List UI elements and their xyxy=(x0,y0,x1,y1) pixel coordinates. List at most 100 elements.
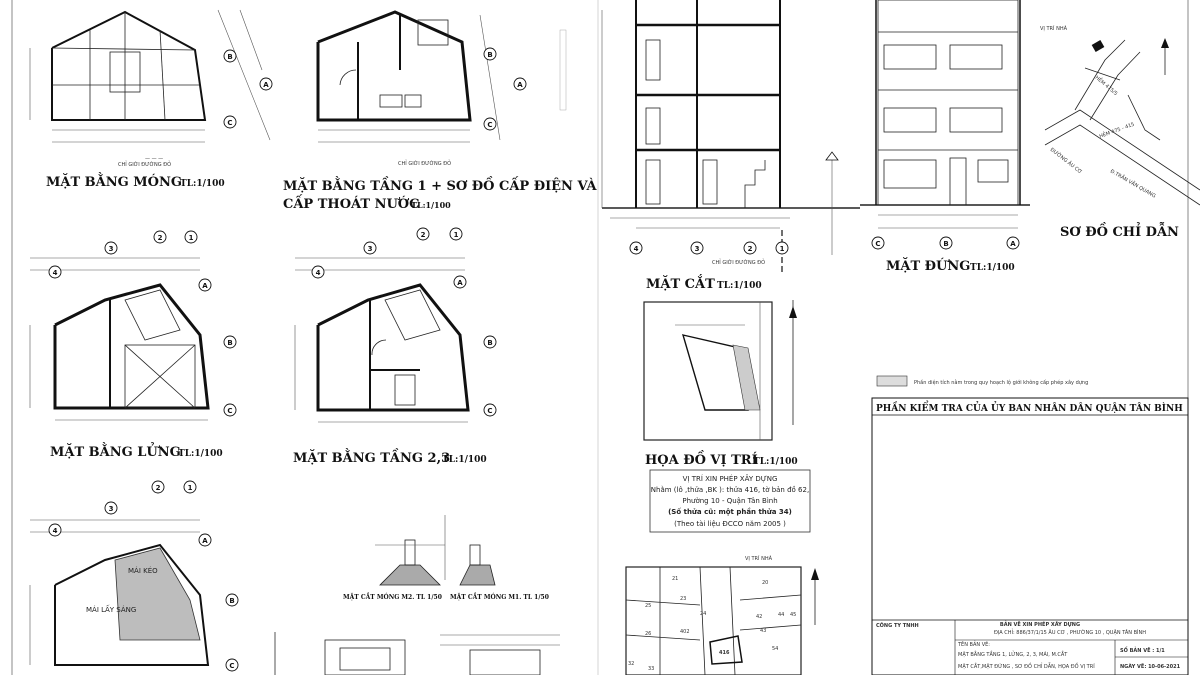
project-address: ĐỊA CHỈ: 886/37/1/15 ÂU CƠ , PHƯỜNG 10 ,… xyxy=(994,628,1146,636)
red-line-label: CHỈ GIỚI ĐƯỜNG ĐỎ xyxy=(712,258,765,266)
inspection-box xyxy=(871,397,1189,675)
lot-402-label: 402 xyxy=(680,629,690,635)
permit-location-line3: Phường 10 - Quận Tân Bình xyxy=(682,497,777,505)
axis-b-label: B xyxy=(487,339,492,347)
axis-a-label: A xyxy=(457,279,463,287)
axis-1-label: 1 xyxy=(454,231,459,239)
mezzanine-scale: TL:1/100 xyxy=(178,449,223,459)
axis-2-label: 2 xyxy=(748,245,753,253)
foundation-plan: — — — xyxy=(29,9,273,162)
ground-floor-title-line1: MẶT BẰNG TẦNG 1 + SƠ ĐỒ CẤP ĐIỆN VÀ xyxy=(283,176,598,194)
sheet-name-line2: MẶT CẮT,MẶT ĐỨNG , SƠ ĐỒ CHỈ DẪN, HỌA ĐỒ… xyxy=(958,661,1095,670)
axis-c-label: C xyxy=(227,119,232,127)
axis-3-label: 3 xyxy=(109,505,114,513)
axis-a-label: A xyxy=(202,537,208,545)
au-co-street-label: ĐƯỜNG ÂU CƠ xyxy=(1049,146,1084,175)
hatch-legend-swatch xyxy=(876,375,908,387)
footing-m1-title: MẶT CẮT MÓNG M1. TL 1/50 xyxy=(450,593,549,601)
upper-floor-plan xyxy=(294,227,497,423)
upper-floor-title: MẶT BẰNG TẦNG 2,3 xyxy=(293,448,450,466)
foundation-plan-scale: TL:1/100 xyxy=(180,179,225,189)
sheet-name-line1: MẶT BẰNG TẦNG 1, LỬNG, 2, 3, MÁI, M.CẮT xyxy=(958,650,1068,658)
svg-text:23: 23 xyxy=(680,596,686,602)
svg-text:— — —: — — — xyxy=(145,156,163,162)
section-drawing xyxy=(601,0,860,272)
axis-2-label: 2 xyxy=(156,484,161,492)
hatch-legend-text: Phần diện tích nằm trong quy hoạch lộ gi… xyxy=(914,378,1088,386)
roof-slope-label: MÁI KÉO xyxy=(128,566,158,575)
title-block xyxy=(872,619,1188,675)
svg-text:20: 20 xyxy=(762,580,768,586)
section-title: MẶT CẮT xyxy=(646,274,715,292)
axis-4-label: 4 xyxy=(53,269,58,277)
drawing-date: NGÀY VẼ: 10-06-2021 xyxy=(1120,663,1181,670)
foundation-plan-title: MẶT BẰNG MÓNG xyxy=(46,172,182,190)
red-line-label: CHỈ GIỚI ĐƯỜNG ĐỎ xyxy=(118,160,171,168)
axis-b-label: B xyxy=(487,51,492,59)
mezzanine-plan xyxy=(29,230,237,421)
sheet-number: SỐ BẢN VẼ : 1/1 xyxy=(1120,646,1165,654)
mezzanine-title: MẶT BẰNG LỬNG xyxy=(50,442,181,460)
project-name: BẢN VẼ XIN PHÉP XÂY DỰNG xyxy=(1000,620,1080,628)
skylight-label: MÁI LẤY SÁNG xyxy=(86,604,136,614)
footing-sections xyxy=(375,515,496,586)
alley-label-2: HẺM 475 - 415 xyxy=(1098,120,1135,140)
permit-location-box xyxy=(649,469,811,533)
permit-location-line5: (Theo tài liệu ĐCCO năm 2005 ) xyxy=(674,520,786,528)
axis-4-label: 4 xyxy=(53,527,58,535)
axis-4-label: 4 xyxy=(634,245,639,253)
axis-c-label: C xyxy=(229,662,234,670)
ground-floor-scale: TL:1/100 xyxy=(411,200,451,210)
axis-c-label: C xyxy=(487,407,492,415)
site-plan-title: HỌA ĐỒ VỊ TRÍ xyxy=(645,450,758,468)
svg-text:24: 24 xyxy=(700,611,706,617)
ground-floor-title-line2: CẤP THOÁT NƯỚC xyxy=(283,194,419,212)
axis-c-label: C xyxy=(227,407,232,415)
axis-a-label: A xyxy=(263,81,269,89)
axis-1-label: 1 xyxy=(188,484,193,492)
elevation-title: MẶT ĐỨNG xyxy=(886,257,970,274)
axis-b-label: B xyxy=(943,240,948,248)
permit-location-line2: Nhằm (lô ,thửa ,BK ): thửa 416, tờ bản đ… xyxy=(651,485,809,494)
elevation-scale: TL:1/100 xyxy=(970,263,1015,273)
axis-1-label: 1 xyxy=(189,234,194,242)
axis-2-label: 2 xyxy=(421,231,426,239)
svg-text:44: 44 xyxy=(778,612,784,618)
ground-floor-plan xyxy=(316,10,567,143)
axis-1-label: 1 xyxy=(780,245,785,253)
axis-3-label: 3 xyxy=(109,245,114,253)
svg-text:25: 25 xyxy=(645,603,651,609)
location-map-title: SƠ ĐỒ CHỈ DẪN xyxy=(1060,222,1179,240)
location-map xyxy=(1044,38,1200,206)
axis-a-label: A xyxy=(202,282,208,290)
axis-b-label: B xyxy=(229,597,234,605)
axis-2-label: 2 xyxy=(158,234,163,242)
house-location-label: VỊ TRÍ NHÀ xyxy=(745,555,773,562)
axis-c-label: C xyxy=(875,240,880,248)
svg-text:21: 21 xyxy=(672,576,678,582)
elevation-drawing xyxy=(860,0,1030,250)
svg-text:45: 45 xyxy=(790,612,796,618)
svg-text:54: 54 xyxy=(772,646,778,652)
permit-location-line1: VỊ TRÍ XIN PHÉP XÂY DỰNG xyxy=(683,474,778,483)
axis-a-label: A xyxy=(517,81,523,89)
axis-a-label: A xyxy=(1010,240,1016,248)
house-location-label: VỊ TRÍ NHÀ xyxy=(1040,25,1068,32)
upper-floor-scale: TL:1/100 xyxy=(442,455,487,465)
axis-4-label: 4 xyxy=(316,269,321,277)
svg-text:42: 42 xyxy=(756,614,762,620)
inspection-header: PHẦN KIỂM TRA CỦA ỦY BAN NHÂN DÂN QUẬN T… xyxy=(876,400,1183,414)
lot-416-label: 416 xyxy=(719,650,730,656)
axis-3-label: 3 xyxy=(695,245,700,253)
sheet-name-label: TÊN BẢN VẼ: xyxy=(957,640,990,648)
red-line-label: CHỈ GIỚI ĐƯỜNG ĐỎ xyxy=(398,159,451,167)
permit-location-line4: (Số thửa cũ: một phần thửa 34) xyxy=(668,507,792,516)
footing-m2-title: MẶT CẮT MÓNG M2. TL 1/50 xyxy=(343,593,442,601)
axis-c-label: C xyxy=(487,121,492,129)
detail-sketches xyxy=(274,632,560,675)
svg-text:43: 43 xyxy=(760,628,766,634)
company-name: CÔNG TY TNHH xyxy=(876,622,919,629)
section-scale: TL:1/100 xyxy=(717,281,762,291)
svg-text:33: 33 xyxy=(648,666,654,672)
